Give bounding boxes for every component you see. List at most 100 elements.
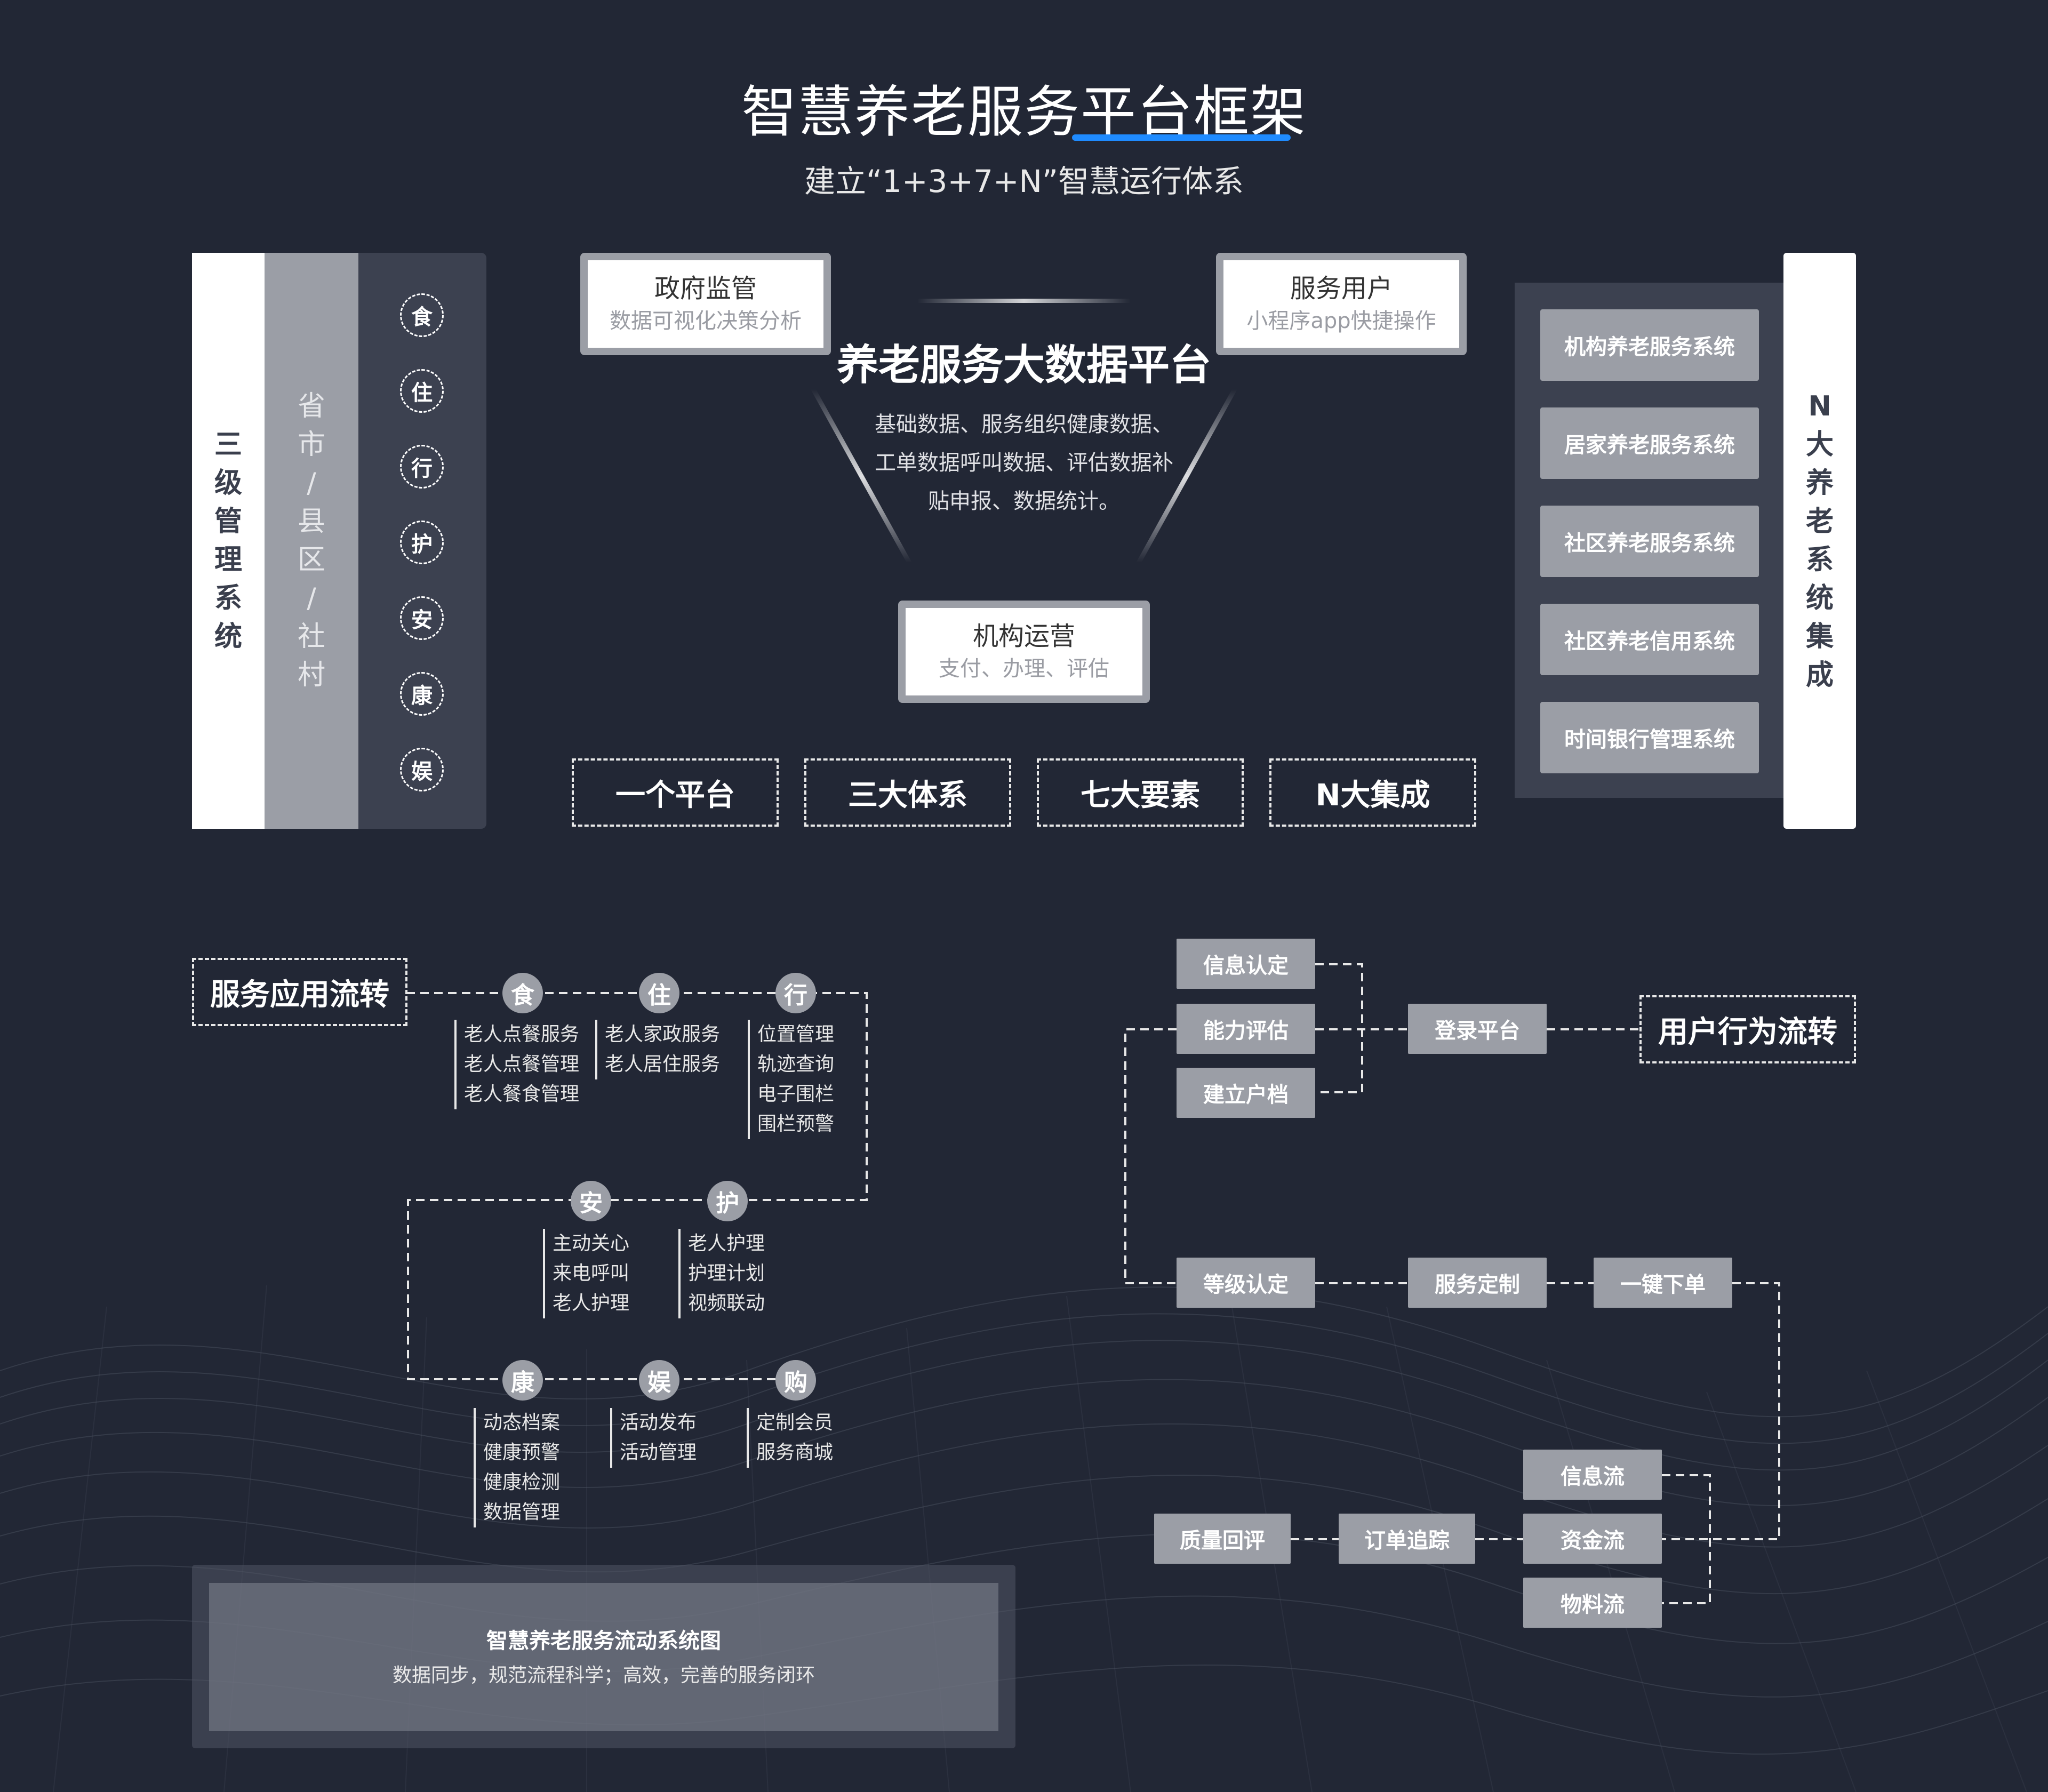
service-node-care: 护 [707,1181,748,1221]
user-flow-label: 用户行为流转 [1639,995,1856,1063]
page-subtitle: 建立“1+3+7+N”智慧运行体系 [804,163,1244,199]
service-node-housing: 住 [639,973,679,1013]
element-circle: 住 [400,369,444,413]
list-item: 位置管理 [757,1023,835,1045]
pillar-one-platform: 一个平台 [572,758,779,827]
card-desc: 小程序app快捷操作 [1246,309,1436,333]
level-char: 社 [297,621,325,653]
service-node-shopping: 购 [775,1360,816,1401]
system-community-credit: 社区养老信用系统 [1540,604,1759,675]
step-quality-review: 质量回评 [1154,1514,1291,1564]
pillar-three-systems: 三大体系 [804,758,1011,827]
entertainment-service-list: 活动发布 活动管理 [610,1408,697,1468]
housing-service-list: 老人家政服务 老人居住服务 [595,1020,720,1079]
label-char: 大 [1805,429,1834,461]
card-desc: 数据可视化决策分析 [610,309,802,333]
list-item: 健康预警 [483,1442,561,1463]
list-item: 轨迹查询 [757,1053,835,1075]
element-circle: 安 [400,596,444,640]
service-node-safety: 安 [571,1181,611,1221]
service-node-entertainment: 娱 [639,1360,679,1401]
label-char: N [1808,390,1831,422]
level-char: 区 [297,544,325,576]
level-char: 村 [297,659,325,691]
footer-desc: 数据同步，规范流程科学；高效，完善的服务闭环 [392,1665,815,1686]
label-char: 系 [1805,544,1834,576]
step-info-flow: 信息流 [1523,1450,1662,1500]
list-item: 电子围栏 [757,1083,835,1105]
gov-supervision-card: 政府监管 数据可视化决策分析 [580,253,831,355]
food-service-list: 老人点餐服务 老人点餐管理 老人餐食管理 [454,1020,579,1109]
list-item: 活动发布 [620,1412,697,1434]
shopping-service-list: 定制会员 服务商城 [747,1408,833,1468]
level-char: / [307,467,316,499]
level-char: 县 [297,506,325,538]
level-char: 省 [297,390,325,422]
label-char: 级 [214,467,242,499]
list-item: 数据管理 [483,1501,561,1523]
list-item: 老人护理 [688,1233,765,1254]
footer-title: 智慧养老服务流动系统图 [486,1629,721,1653]
element-circle: 娱 [400,748,444,791]
step-ability-eval: 能力评估 [1177,1004,1315,1054]
label-char: 管 [214,506,242,538]
list-item: 老人居住服务 [605,1053,721,1075]
health-service-list: 动态档案 健康预警 健康检测 数据管理 [474,1408,560,1527]
label-char: 系 [214,582,242,614]
label-char: 养 [1805,467,1834,499]
footer-caption: 智慧养老服务流动系统图 数据同步，规范流程科学；高效，完善的服务闭环 [209,1583,998,1731]
system-home-care: 居家养老服务系统 [1540,407,1759,479]
element-circle: 行 [400,445,444,489]
list-item: 视频联动 [688,1292,765,1314]
list-item: 健康检测 [483,1471,561,1493]
page-title: 智慧养老服务平台框架 [741,79,1307,145]
safety-service-list: 主动关心 来电呼叫 老人护理 [543,1229,629,1318]
system-community-care: 社区养老服务系统 [1540,506,1759,577]
card-title: 机构运营 [972,621,1075,651]
element-circle: 康 [400,672,444,716]
label-char: 统 [214,621,242,653]
label-char: 统 [1805,582,1834,614]
travel-service-list: 位置管理 轨迹查询 电子围栏 围栏预警 [748,1020,834,1139]
step-one-click-order: 一键下单 [1594,1258,1732,1308]
care-service-list: 老人护理 护理计划 视频联动 [678,1229,765,1318]
platform-title: 养老服务大数据平台 [836,341,1211,389]
step-info-verify: 信息认定 [1177,939,1315,989]
card-title: 服务用户 [1290,274,1393,303]
step-order-tracking: 订单追踪 [1339,1514,1475,1564]
list-item: 老人点餐管理 [464,1053,580,1075]
label-char: 理 [214,544,242,576]
service-flow-label: 服务应用流转 [192,958,407,1026]
service-node-travel: 行 [775,973,816,1013]
system-time-bank: 时间银行管理系统 [1540,702,1759,773]
pillar-n-integrations: N大集成 [1269,758,1476,827]
list-item: 来电呼叫 [553,1262,630,1284]
center-connector-lines [811,299,1237,563]
pillar-seven-elements: 七大要素 [1037,758,1244,827]
element-circle: 护 [400,521,444,564]
system-institution-care: 机构养老服务系统 [1540,309,1759,381]
list-item: 活动管理 [620,1442,697,1463]
three-level-system-label: 三 级 管 理 系 统 [192,253,265,829]
list-item: 围栏预警 [757,1113,835,1135]
list-item: 主动关心 [553,1233,630,1254]
n-systems-integration-label: N 大 养 老 系 统 集 成 [1783,253,1856,829]
list-item: 老人点餐服务 [464,1023,580,1045]
service-node-food: 食 [502,973,543,1013]
list-item: 定制会员 [756,1412,834,1434]
level-char: / [307,582,316,614]
label-char: 成 [1805,659,1834,691]
title-accent-underline [1072,134,1291,141]
step-service-custom: 服务定制 [1408,1258,1547,1308]
step-level-verify: 等级认定 [1177,1258,1315,1308]
step-create-record: 建立户档 [1177,1068,1315,1118]
label-char: 集 [1805,621,1834,653]
service-users-card: 服务用户 小程序app快捷操作 [1216,253,1467,355]
admin-levels-column: 省 市 / 县 区 / 社 村 [265,253,358,829]
list-item: 老人餐食管理 [464,1083,580,1105]
list-item: 老人家政服务 [605,1023,721,1045]
seven-elements-column: 食 住 行 护 安 康 娱 [358,253,486,829]
step-login-platform: 登录平台 [1408,1004,1547,1054]
platform-description: 基础数据、服务组织健康数据、工单数据呼叫数据、评估数据补贴申报、数据统计。 [875,412,1173,514]
